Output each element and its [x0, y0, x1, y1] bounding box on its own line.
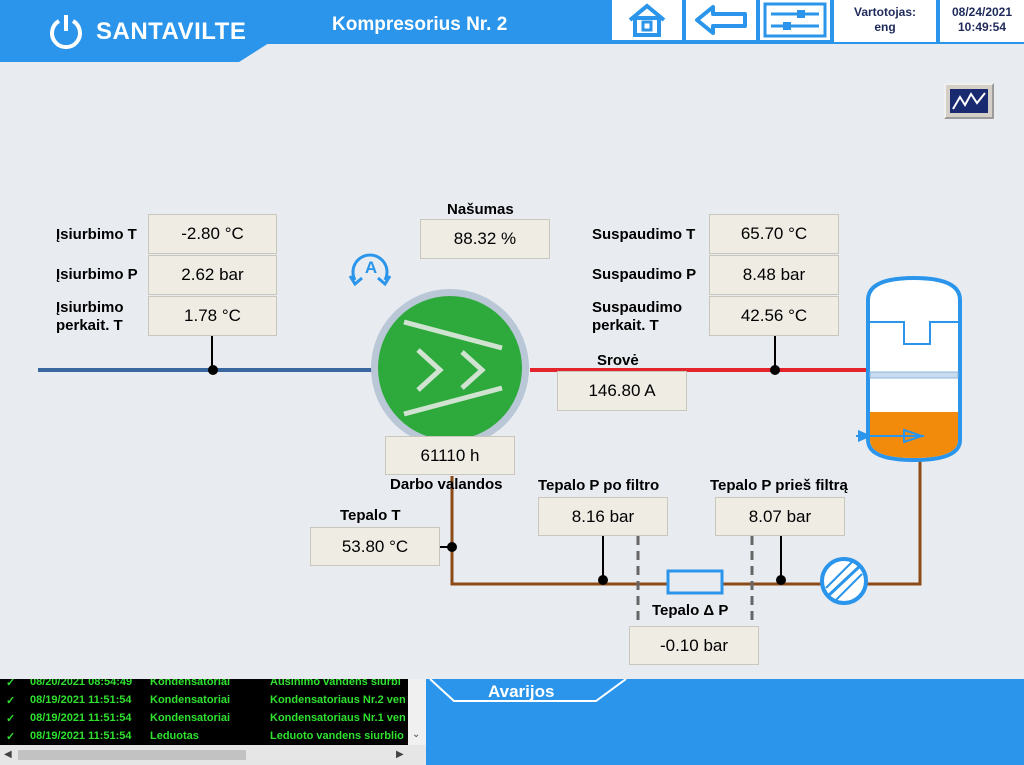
discharge-temp-label: Suspaudimo T — [592, 226, 696, 243]
alarm-panel — [426, 679, 1024, 765]
alarm-group: Kondensatoriai — [150, 694, 231, 706]
back-arrow-icon — [695, 5, 747, 35]
current-value: 146.80 A — [557, 371, 687, 411]
horizontal-scrollbar[interactable]: ◀ ▶ — [0, 745, 426, 765]
settings-button[interactable] — [760, 0, 830, 42]
check-icon: ✓ — [6, 731, 16, 743]
discharge-temp-value: 65.70 °C — [709, 214, 839, 254]
oil-pump-icon — [820, 557, 868, 605]
suction-temp-value: -2.80 °C — [148, 214, 277, 254]
oil-after-filter-value: 8.16 bar — [538, 497, 668, 536]
alarm-row[interactable]: ✓ 08/20/2021 08:54:49 Kondensatoriai Aušini… — [0, 679, 426, 691]
oil-separator-vessel — [856, 275, 962, 463]
suction-pressure-label: Įsiurbimo P — [56, 266, 138, 283]
alarm-text: Kondensatoriaus Nr.1 ven — [270, 712, 406, 724]
user-info: Vartotojas: eng — [832, 0, 936, 42]
scrollbar-thumb[interactable] — [18, 750, 246, 760]
power-icon — [50, 15, 82, 50]
discharge-pressure-value: 8.48 bar — [709, 255, 839, 295]
capacity-label: Našumas — [447, 201, 514, 218]
alarm-row[interactable]: ✓ 08/19/2021 11:51:54 Kondensatoriai Konden… — [0, 691, 426, 709]
check-icon: ✓ — [6, 679, 16, 689]
oil-delta-value: -0.10 bar — [629, 626, 759, 665]
back-button[interactable] — [686, 0, 756, 42]
trend-chart-icon — [950, 89, 988, 113]
run-hours-label: Darbo valandos — [390, 476, 503, 493]
alarm-row[interactable]: ✓ 08/19/2021 11:51:54 Kondensatoriai Konden… — [0, 709, 426, 727]
suction-superheat-value: 1.78 °C — [148, 296, 277, 336]
oil-delta-label: Tepalo Δ P — [652, 602, 729, 619]
oil-temp-label: Tepalo T — [340, 507, 401, 524]
oil-before-filter-label: Tepalo P prieš filtrą — [710, 477, 848, 494]
home-icon — [628, 3, 666, 37]
alarm-text: Leduoto vandens siurblio — [270, 730, 404, 742]
auto-mode-icon — [348, 253, 392, 287]
oil-temp-value: 53.80 °C — [310, 527, 440, 566]
process-diagram — [38, 253, 962, 626]
oil-line — [450, 476, 868, 586]
discharge-superheat-label: Suspaudimo perkait. T — [592, 299, 683, 334]
home-button[interactable] — [612, 0, 682, 42]
alarm-panel-title[interactable]: Avarijos — [488, 682, 555, 701]
alarm-text: Aušinimo vandens siurbl — [270, 679, 401, 688]
alarm-group: Kondensatoriai — [150, 679, 231, 688]
chevron-down-icon[interactable]: ⌄ — [412, 729, 421, 740]
suction-superheat-label: Įsiurbimo perkait. T — [56, 299, 124, 334]
suction-temp-label: Įsiurbimo T — [56, 226, 137, 243]
suction-pressure-value: 2.62 bar — [148, 255, 277, 295]
page-title: Kompresorius Nr. 2 — [332, 14, 508, 35]
alarm-text: Kondensatoriaus Nr.2 ven — [270, 694, 406, 706]
sliders-icon — [763, 2, 827, 38]
capacity-value: 88.32 % — [420, 219, 550, 259]
alarm-date: 08/20/2021 08:54:49 — [30, 679, 133, 688]
scroll-left-icon[interactable]: ◀ — [4, 749, 12, 760]
check-icon: ✓ — [6, 695, 16, 707]
compressor-icon — [371, 289, 529, 447]
discharge-superheat-value: 42.56 °C — [709, 296, 839, 336]
alarm-group: Leduotas — [150, 730, 199, 742]
user-name: eng — [874, 20, 896, 34]
alarm-date: 08/19/2021 11:51:54 — [30, 694, 132, 706]
alarm-row[interactable]: ✓ 08/19/2021 11:51:54 Leduotas Leduoto vand… — [0, 727, 426, 745]
current-label: Srovė — [597, 352, 639, 369]
vertical-scrollbar[interactable]: ⌄ — [408, 679, 426, 745]
user-label: Vartotojas: — [853, 5, 916, 19]
time-text: 10:49:54 — [957, 20, 1007, 34]
scroll-right-icon[interactable]: ▶ — [396, 749, 404, 760]
run-hours-value: 61110 h — [385, 436, 515, 475]
trend-button[interactable] — [944, 83, 994, 119]
brand-logo — [0, 0, 278, 62]
oil-filter — [666, 569, 724, 595]
oil-after-filter-label: Tepalo P po filtro — [538, 477, 660, 494]
alarm-date: 08/19/2021 11:51:54 — [30, 712, 132, 724]
alarm-date: 08/19/2021 11:51:54 — [30, 730, 132, 742]
oil-before-filter-value: 8.07 bar — [715, 497, 845, 536]
brand-name: SANTAVILTE — [96, 18, 247, 45]
check-icon: ✓ — [6, 713, 16, 725]
auto-mode-label: A — [364, 258, 378, 277]
alarm-group: Kondensatoriai — [150, 712, 231, 724]
date-text: 08/24/2021 — [951, 5, 1013, 19]
alarm-tab[interactable] — [426, 679, 636, 705]
discharge-pressure-label: Suspaudimo P — [592, 266, 697, 283]
datetime: 08/24/2021 10:49:54 — [938, 0, 1024, 42]
